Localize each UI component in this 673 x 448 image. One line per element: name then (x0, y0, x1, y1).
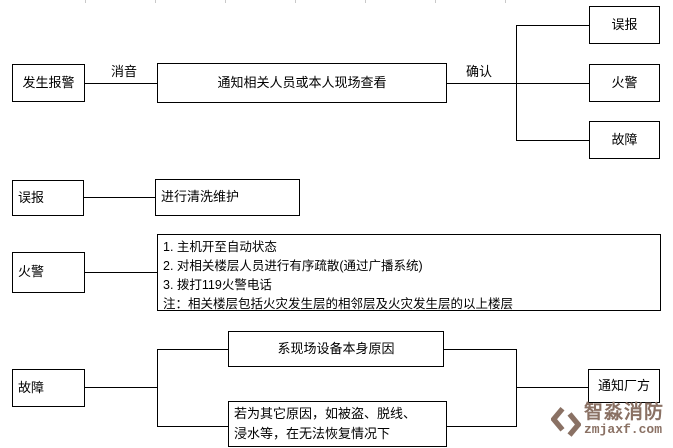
connector-confirm (447, 83, 589, 84)
ruler-tick (225, 0, 226, 3)
ruler-tick (85, 0, 86, 3)
other-cause-box: 若为其它原因，如被盗、脱线、 浸水等，在无法恢复情况下 (228, 401, 447, 447)
connector-to-equipment-cause (157, 349, 228, 350)
connector-to-false-alarm (516, 25, 589, 26)
fire-step-3: 3. 拨打119火警电话 (163, 278, 272, 292)
connector-fire-steps (85, 272, 157, 273)
ruler-tick (435, 0, 436, 3)
fire-step-note: 注：相关楼层包括火灾发生层的相邻层及火灾发生层的以上楼层 (163, 297, 514, 311)
false-alarm-source-box: 误报 (12, 180, 84, 216)
ruler-tick (155, 0, 156, 3)
silence-edge-label: 消音 (110, 64, 137, 79)
alarm-occurs-box: 发生报警 (12, 64, 85, 102)
connector-false-alarm-action (84, 197, 155, 198)
other-cause-line-2: 浸水等，在无法恢复情况下 (234, 426, 391, 441)
fire-step-2: 2. 对相关楼层人员进行有序疏散(通过广播系统) (163, 259, 423, 273)
ruler-tick (295, 0, 296, 3)
fault-source-box: 故障 (12, 369, 85, 407)
watermark-brand-name: 智淼消防 (584, 402, 665, 423)
notify-manufacturer-box: 通知厂方 (588, 369, 660, 403)
branch-vertical-top (516, 25, 517, 141)
connector-silence (85, 83, 157, 84)
merge-line-bottom (447, 426, 516, 427)
ruler-tick (365, 0, 366, 3)
other-cause-line-1: 若为其它原因，如被盗、脱线、 (234, 406, 417, 421)
connector-to-fault (516, 140, 589, 141)
merge-vertical (516, 349, 517, 427)
cleaning-maintenance-box: 进行清洗维护 (155, 179, 300, 216)
connector-to-other-cause (157, 426, 228, 427)
confirm-edge-label: 确认 (465, 64, 492, 79)
connector-to-notify-manufacturer (516, 387, 588, 388)
merge-line-top (444, 349, 516, 350)
connector-fault-branch (85, 387, 157, 388)
watermark-site-url: zmjaxf.com (584, 422, 663, 437)
watermark: 智淼消防 zmjaxf.com (551, 402, 664, 440)
outcome-fire-box: 火警 (589, 64, 660, 102)
outcome-false-alarm-box: 误报 (589, 6, 660, 44)
outcome-fault-box: 故障 (589, 121, 660, 159)
equipment-cause-box: 系现场设备本身原因 (228, 331, 444, 367)
fire-source-box: 火警 (12, 252, 85, 293)
ruler-tick (505, 0, 506, 3)
notify-onsite-check-box: 通知相关人员或本人现场查看 (157, 63, 447, 103)
fire-steps-box: 1. 主机开至自动状态 2. 对相关楼层人员进行有序疏散(通过广播系统) 3. … (157, 234, 661, 311)
watermark-text: 智淼消防 zmjaxf.com (584, 402, 664, 437)
zhimiao-logo-icon (551, 406, 581, 437)
fault-branch-vertical (157, 349, 158, 427)
fire-step-1: 1. 主机开至自动状态 (163, 240, 277, 254)
